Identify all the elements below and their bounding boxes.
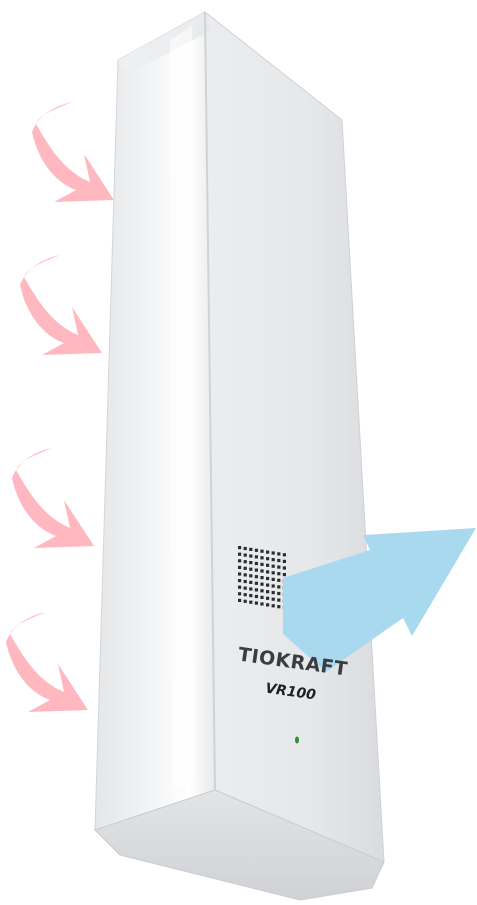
vent-hole	[260, 576, 264, 580]
model-label: VR100	[264, 681, 317, 704]
vent-hole	[271, 571, 275, 575]
vent-hole	[249, 574, 253, 578]
vent-hole	[260, 549, 264, 553]
vent-hole	[266, 550, 270, 554]
vent-hole	[243, 579, 247, 584]
vent-hole	[282, 559, 286, 563]
vent-hole	[254, 548, 258, 552]
vent-hole	[238, 565, 242, 569]
vent-hole	[266, 557, 270, 561]
vent-hole	[260, 589, 264, 593]
vent-hole	[249, 567, 253, 571]
curved-arrow-icon	[12, 448, 94, 548]
vent-hole	[249, 600, 253, 604]
vent-hole	[243, 593, 247, 597]
vent-hole	[238, 546, 242, 550]
vent-grille-icon	[238, 546, 286, 610]
vent-hole	[266, 596, 270, 600]
vent-hole	[254, 588, 258, 592]
vent-hole	[243, 599, 247, 603]
curved-arrow-icon	[32, 102, 114, 202]
vent-hole	[254, 555, 258, 559]
vent-hole	[254, 561, 258, 566]
vent-hole	[277, 598, 281, 602]
vent-hole	[238, 559, 242, 563]
vent-hole	[266, 563, 270, 567]
vent-hole	[260, 562, 264, 566]
vent-hole	[243, 560, 247, 564]
vent-hole	[282, 566, 286, 570]
vent-hole	[243, 566, 247, 570]
vent-hole	[238, 598, 242, 602]
vent-hole	[260, 582, 264, 586]
vent-hole	[249, 587, 253, 591]
vent-hole	[266, 570, 270, 574]
intake-arrows	[6, 102, 114, 712]
device-body	[94, 10, 385, 901]
vent-hole	[266, 583, 270, 587]
device-side-panel	[94, 11, 216, 831]
vent-hole	[249, 594, 253, 598]
vent-hole	[271, 558, 275, 562]
vent-hole	[277, 591, 281, 596]
vent-hole	[277, 572, 281, 576]
device-highlight	[170, 26, 196, 792]
device-top-cap	[118, 12, 212, 74]
vent-hole	[238, 572, 242, 576]
vent-hole	[260, 556, 264, 560]
vent-hole	[243, 586, 247, 590]
vent-hole	[260, 602, 264, 606]
vent-hole	[266, 603, 270, 607]
vent-hole	[271, 577, 275, 581]
vent-hole	[271, 597, 275, 601]
vent-hole	[249, 580, 253, 584]
led-indicator-icon	[295, 736, 299, 744]
vent-hole	[277, 578, 281, 582]
vent-hole	[254, 575, 258, 579]
vent-hole	[249, 547, 253, 551]
vent-hole	[249, 554, 253, 558]
vent-hole	[243, 573, 247, 577]
vent-hole	[277, 605, 281, 609]
vent-hole	[271, 564, 275, 568]
vent-hole	[277, 552, 281, 556]
vent-hole	[254, 581, 258, 585]
curved-arrow-icon	[20, 255, 102, 355]
curved-arrow-icon	[6, 612, 88, 712]
vent-hole	[249, 561, 253, 565]
vent-hole	[271, 604, 275, 608]
vent-hole	[260, 595, 264, 599]
vent-hole	[254, 568, 258, 572]
vent-hole	[282, 573, 286, 577]
vent-hole	[238, 579, 242, 583]
vent-hole	[254, 601, 258, 605]
vent-hole	[238, 585, 242, 589]
vent-hole	[277, 565, 281, 569]
vent-hole	[271, 551, 275, 555]
vent-hole	[271, 584, 275, 588]
straight-arrow-icon	[283, 528, 476, 672]
vent-hole	[260, 569, 264, 573]
vent-hole	[238, 552, 242, 556]
vent-hole	[277, 585, 281, 589]
vent-hole	[282, 553, 286, 557]
vent-hole	[243, 546, 247, 551]
vent-hole	[254, 594, 258, 599]
vent-hole	[266, 576, 270, 581]
vent-hole	[271, 591, 275, 595]
vent-hole	[243, 553, 247, 557]
vent-hole	[277, 558, 281, 563]
vent-hole	[266, 590, 270, 594]
device-front-panel	[204, 10, 385, 863]
vent-hole	[238, 592, 242, 596]
